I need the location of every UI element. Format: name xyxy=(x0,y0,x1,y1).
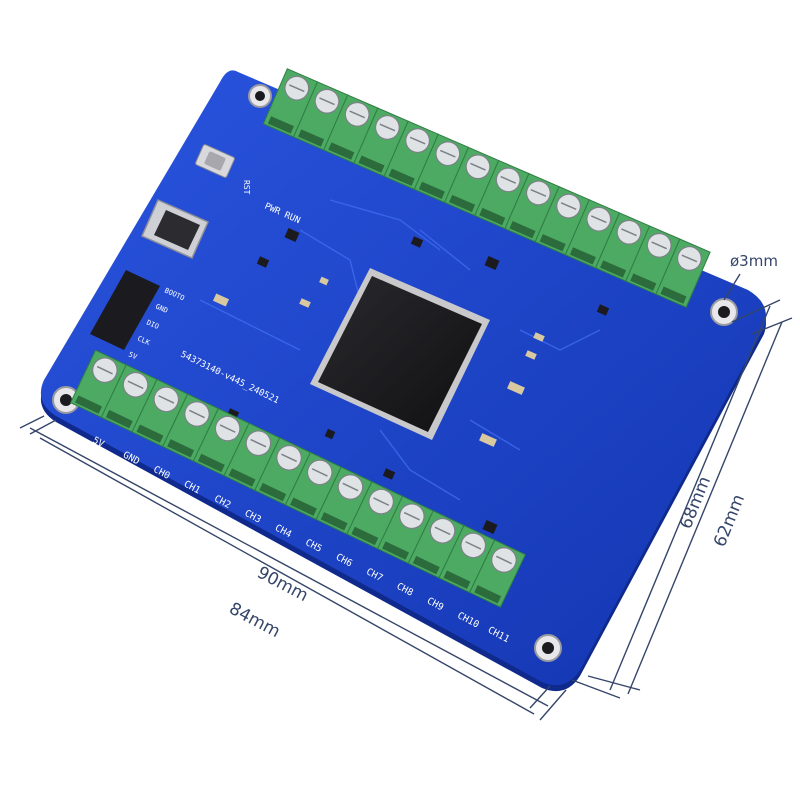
bottom-terminal xyxy=(284,451,342,521)
dimension-lines xyxy=(19,273,793,721)
bottom-terminal xyxy=(315,466,373,535)
width-inner-label: 84mm xyxy=(226,599,284,642)
header-pin-label: 5V xyxy=(127,351,139,362)
top-terminal xyxy=(655,238,711,308)
top-terminal xyxy=(413,133,470,204)
top-terminal xyxy=(292,81,349,151)
bottom-terminal xyxy=(254,437,312,506)
top-terminal xyxy=(564,199,621,269)
terminal-block-top xyxy=(262,68,711,308)
terminal-block-bottom xyxy=(69,349,526,608)
top-terminal xyxy=(474,159,530,230)
height-inner-label: 62mm xyxy=(710,492,749,550)
mounting-holes xyxy=(52,84,738,662)
bottom-terminal xyxy=(192,407,250,477)
top-terminal xyxy=(262,68,319,138)
bottom-terminal xyxy=(469,539,526,608)
passive-components xyxy=(212,276,545,447)
hole-diameter-label: ø3mm xyxy=(730,252,778,270)
usb-c-port xyxy=(141,199,209,259)
top-terminal xyxy=(353,107,409,177)
top-terminal xyxy=(323,94,379,164)
top-terminal xyxy=(383,120,439,190)
main-chip xyxy=(310,268,490,440)
top-terminal xyxy=(443,146,500,217)
mounting-hole-top-left xyxy=(248,84,272,108)
bottom-terminal xyxy=(438,524,496,594)
top-terminal xyxy=(625,225,681,295)
switch-label: RST xyxy=(242,180,251,195)
pin-header xyxy=(90,270,160,350)
channel-label: 5V xyxy=(91,435,107,450)
width-outer-label: 90mm xyxy=(254,563,312,606)
top-terminal xyxy=(594,212,651,282)
mounting-hole-bottom xyxy=(534,634,562,662)
mounting-hole-right xyxy=(710,298,738,326)
reset-switch xyxy=(195,144,235,178)
small-components xyxy=(226,227,610,535)
bottom-terminal xyxy=(376,495,434,564)
bottom-terminal xyxy=(162,393,219,462)
bottom-terminal xyxy=(131,378,189,448)
top-terminal xyxy=(504,172,560,243)
